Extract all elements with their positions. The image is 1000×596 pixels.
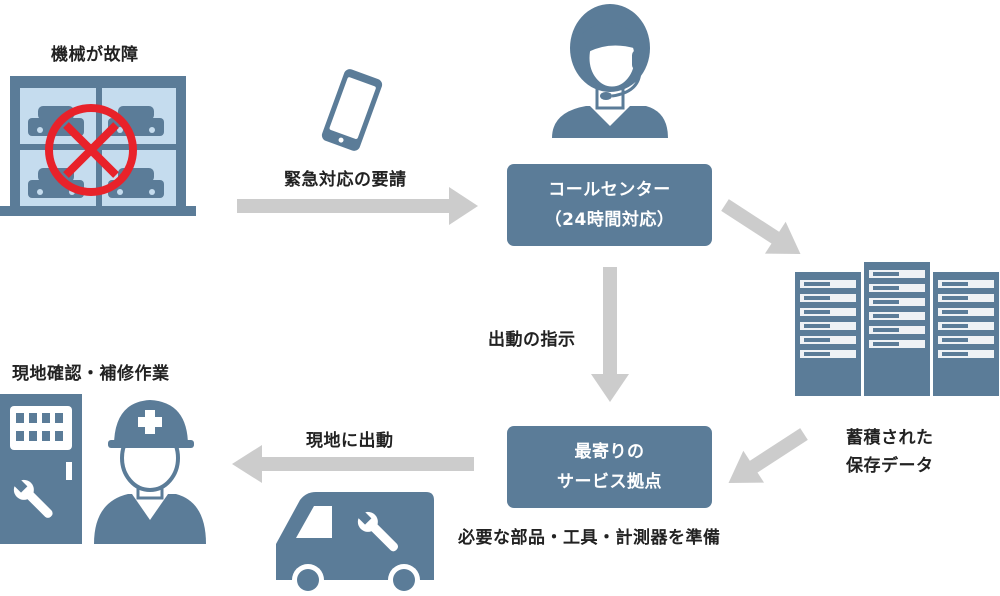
stored-data-label-2: 保存データ [846,456,934,476]
arrow-from-server [728,428,808,484]
control-panel-icon [0,394,82,544]
worker-helmet-icon [94,400,206,544]
call-center-box: コールセンター （24時間対応） [507,164,712,246]
service-base-line2: サービス拠点 [557,472,662,492]
arrow-request [237,187,478,225]
prohibit-icon [45,104,137,196]
server-rack-icon [795,262,999,396]
service-van-icon [276,492,434,596]
call-center-hours: （24時間対応） [544,210,675,230]
failure-label: 機械が故障 [51,45,139,65]
arrow-to-server [721,199,801,255]
arrow-dispatch-order [591,267,629,402]
arrow-go-onsite [232,445,474,483]
smartphone-icon [321,69,383,151]
prepare-label: 必要な部品・工具・計測器を準備 [458,528,721,548]
service-base-line1: 最寄りの [574,442,645,462]
go-onsite-label: 現地に出動 [306,431,394,451]
operator-headset-icon [552,4,668,138]
request-label: 緊急対応の要請 [284,170,407,190]
service-base-box: 最寄りの サービス拠点 [507,426,712,508]
stored-data-label-1: 蓄積された [846,428,934,448]
wrench-icon [12,477,53,518]
dispatch-order-label: 出動の指示 [488,330,576,350]
call-center-title: コールセンター [548,180,671,200]
onsite-repair-label: 現地確認・補修作業 [12,364,170,384]
